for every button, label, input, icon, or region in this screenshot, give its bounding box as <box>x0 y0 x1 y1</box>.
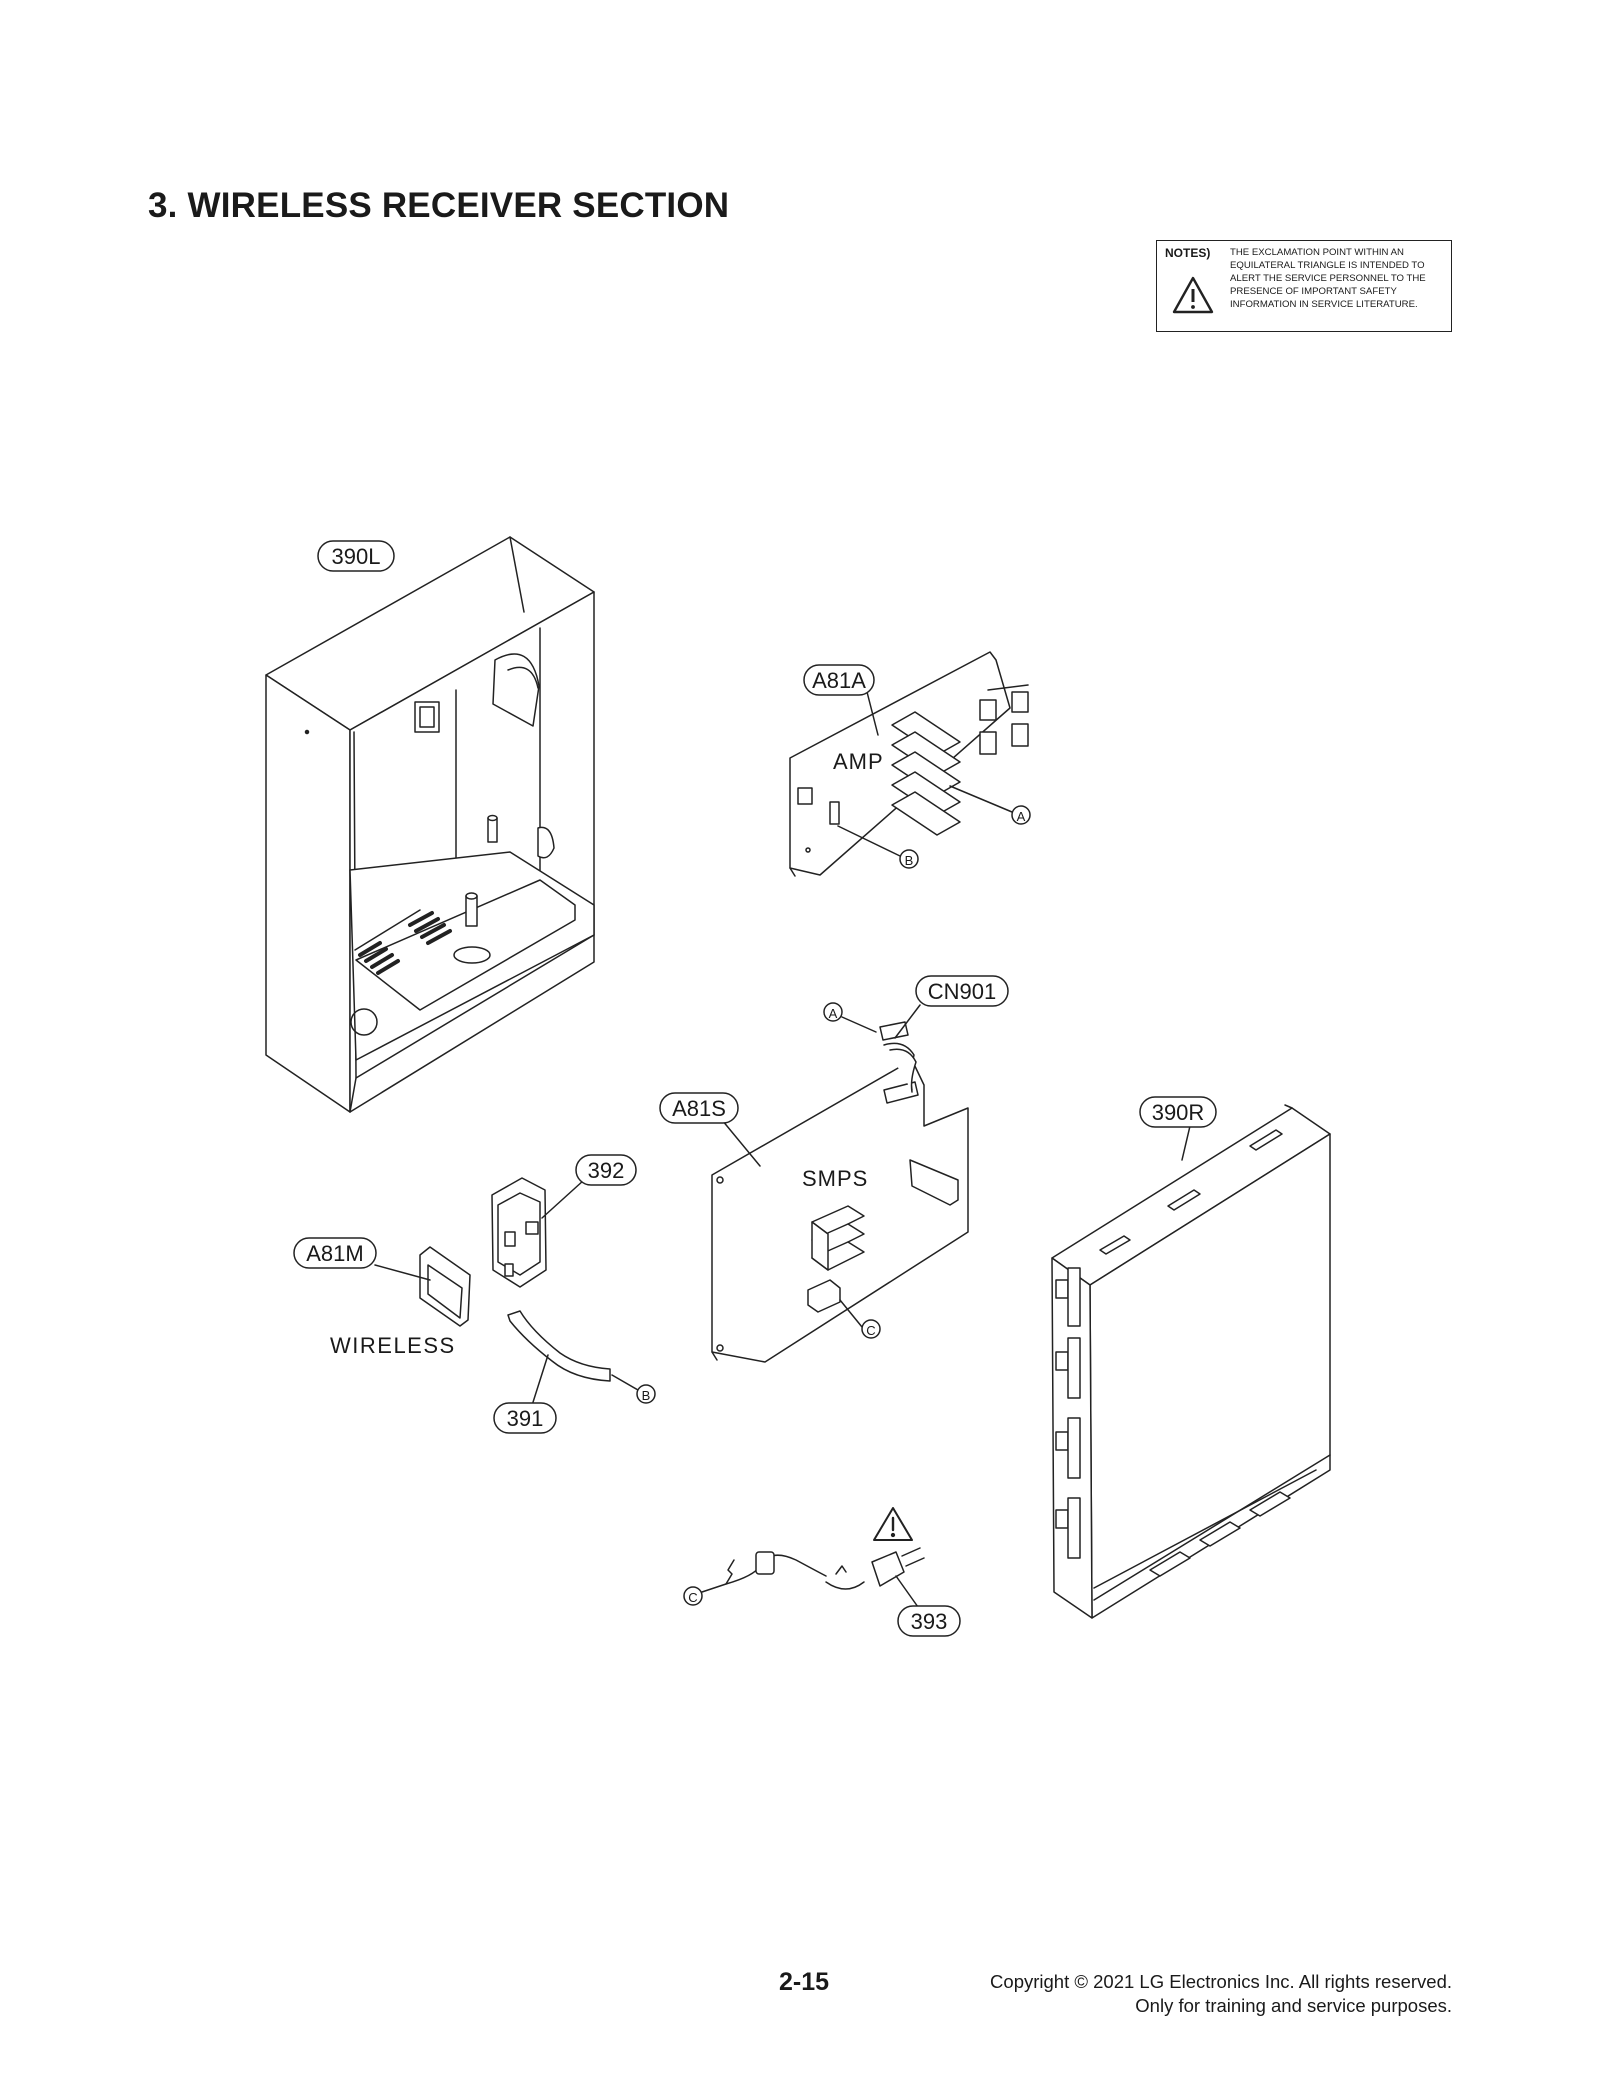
label-391: 391 <box>507 1406 544 1431</box>
callout-391: 391 <box>493 1354 557 1434</box>
label-a81s: A81S <box>672 1096 726 1121</box>
page-title: 3. WIRELESS RECEIVER SECTION <box>148 186 730 225</box>
callout-a81s: A81S <box>659 1092 761 1167</box>
copyright-line-2: Only for training and service purposes. <box>1135 1995 1452 2016</box>
svg-text:A: A <box>829 1006 838 1021</box>
copyright-notice: Copyright © 2021 LG Electronics Inc. All… <box>990 1970 1452 2018</box>
warning-triangle-icon <box>1172 276 1214 314</box>
callout-cn901: CN901 <box>894 975 1009 1039</box>
label-390r: 390R <box>1152 1100 1205 1125</box>
label-a81m: A81M <box>306 1241 363 1266</box>
label-cn901: CN901 <box>928 979 996 1004</box>
callout-392: 392 <box>541 1154 637 1219</box>
flat-cable-391 <box>507 1310 611 1382</box>
svg-text:B: B <box>905 853 914 868</box>
smps-board-a81s <box>711 1021 969 1363</box>
callout-390r: 390R <box>1139 1096 1217 1161</box>
connector-a-amp: A <box>949 785 1031 825</box>
copyright-line-1: Copyright © 2021 LG Electronics Inc. All… <box>990 1971 1452 1992</box>
svg-text:C: C <box>866 1323 875 1338</box>
label-393: 393 <box>911 1609 948 1634</box>
connector-c-smps: C <box>839 1299 881 1339</box>
housing-left-390l <box>265 536 595 1113</box>
bracket-392 <box>491 1177 547 1288</box>
svg-text:B: B <box>642 1388 651 1403</box>
notes-label: NOTES) <box>1165 246 1211 260</box>
label-390l: 390L <box>332 544 381 569</box>
connector-c-cord: C <box>683 1586 703 1606</box>
connector-b-cable: B <box>611 1374 656 1404</box>
label-a81a: A81A <box>812 668 866 693</box>
amp-board-a81a <box>789 651 1029 877</box>
callout-393: 393 <box>895 1575 961 1637</box>
label-wireless: WIRELESS <box>330 1333 456 1358</box>
callout-390l: 390L <box>317 540 395 572</box>
notes-text: THE EXCLAMATION POINT WITHIN AN EQUILATE… <box>1230 247 1426 310</box>
housing-right-390r <box>1051 1104 1331 1619</box>
label-392: 392 <box>588 1158 625 1183</box>
wireless-module-a81m <box>419 1246 471 1327</box>
label-smps: SMPS <box>802 1166 868 1191</box>
svg-text:A: A <box>1017 809 1026 824</box>
callout-a81a: A81A <box>803 664 879 736</box>
power-cord-393 <box>701 1547 925 1593</box>
connector-a-smps: A <box>823 1002 877 1033</box>
svg-text:C: C <box>688 1590 697 1605</box>
label-amp: AMP <box>833 749 884 774</box>
page-number: 2-15 <box>778 1968 830 1996</box>
notes-box: NOTES) THE EXCLAMATION POINT WITHIN AN E… <box>1156 240 1452 332</box>
callout-a81m: A81M <box>293 1237 431 1281</box>
warning-triangle-icon <box>873 1507 913 1541</box>
connector-b-amp: B <box>837 825 919 869</box>
